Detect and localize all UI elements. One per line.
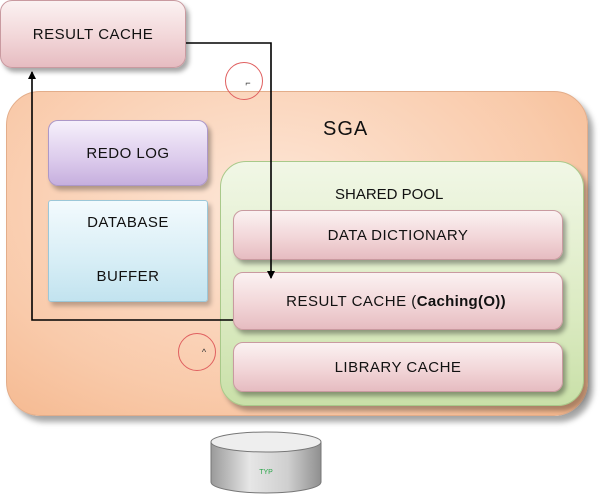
- shared-pool-label: SHARED POOL: [335, 186, 444, 203]
- result-cache-inner-label: RESULT CACHE (Caching(O)): [286, 293, 506, 310]
- database-buffer-box: DATABASE BUFFER: [48, 200, 208, 302]
- result-cache-inner-box: RESULT CACHE (Caching(O)): [233, 272, 563, 330]
- arrow-to-result-cache-inner: [186, 42, 275, 279]
- circle-marker-upper: ⌐: [225, 62, 263, 100]
- result-cache-inner-text: RESULT CACHE (: [286, 292, 417, 310]
- library-cache-label: LIBRARY CACHE: [334, 358, 462, 376]
- database-buffer-line2: BUFFER: [96, 268, 160, 285]
- data-dictionary-box: DATA DICTIONARY: [233, 210, 563, 260]
- redo-log-box: REDO LOG: [48, 120, 208, 186]
- sga-label: SGA: [323, 118, 369, 140]
- data-dictionary-label: DATA DICTIONARY: [327, 226, 469, 244]
- database-buffer-line1: DATABASE: [87, 214, 169, 231]
- circle-marker-lower: ^: [178, 333, 216, 371]
- arrow-to-result-cache-top: [28, 71, 233, 321]
- result-cache-top-box: RESULT CACHE: [0, 0, 186, 68]
- disk-label: TYP: [259, 469, 273, 476]
- circle-lower-mark: ^: [201, 347, 207, 357]
- library-cache-box: LIBRARY CACHE: [233, 342, 563, 392]
- result-cache-top-label: RESULT CACHE: [32, 25, 154, 43]
- redo-log-label: REDO LOG: [86, 144, 170, 162]
- circle-upper-mark: ⌐: [245, 78, 251, 88]
- result-cache-inner-bold: Caching(O)): [416, 292, 506, 310]
- database-disk-icon: TYP: [210, 431, 322, 494]
